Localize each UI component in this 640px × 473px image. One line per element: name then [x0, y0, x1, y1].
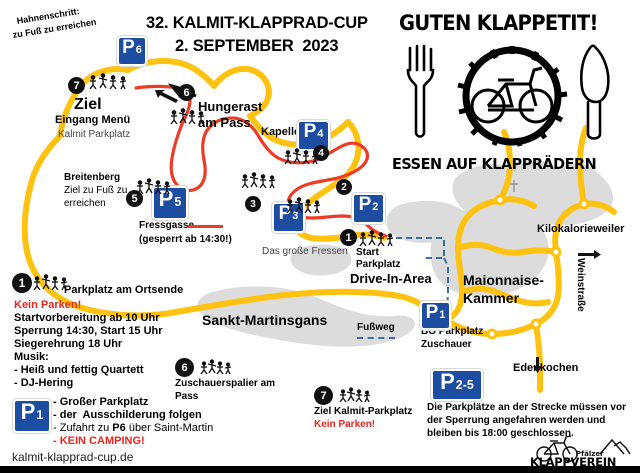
legend-item1-line-4: - Heiß und fettig Quartett	[14, 364, 144, 376]
legend-fussweg-label: Fußweg	[357, 322, 395, 333]
map-marker-3[interactable]: 3	[245, 196, 261, 212]
label-ziel-sub1: Eingang Menü	[55, 114, 131, 126]
map-marker-2[interactable]: 2	[336, 179, 352, 195]
footer-url[interactable]: kalmit-klapprad-cup.de	[12, 450, 134, 464]
bottom-bar	[0, 466, 640, 473]
legend-p25-line3: bleiben bis 18:00 geschlossen.	[427, 428, 574, 439]
crowd-icon-legend-6	[200, 359, 232, 374]
crowd-icon-p5	[136, 178, 171, 194]
footpath-dashed	[396, 237, 449, 321]
crowd-icon-kapelle	[284, 148, 319, 164]
page-title-line1: 32. KALMIT-KLAPPRAD-CUP	[146, 14, 368, 32]
logo-headline: GUTEN KLAPPETIT!	[399, 11, 598, 35]
legend-item1-line-1: Sperrung 14:30, Start 15 Uhr	[14, 325, 163, 337]
crowd-icon-legend-1	[33, 274, 68, 290]
legend-p1-line-2: - Zufahrt zu P6 über Saint-Martin	[53, 422, 213, 434]
map-marker-1[interactable]: 1	[340, 229, 357, 246]
label-hungerast-1: Hungerast	[198, 99, 263, 114]
label-bg-parkplatz-sub: Zuschauer	[421, 339, 472, 350]
knife-icon	[579, 44, 610, 140]
logo-subline: ESSEN AUF KLAPPRÄDERN	[392, 155, 597, 173]
legend-p25-line1-b: vor	[610, 402, 626, 413]
legend-p25-line1: Die Parkplätze an der Strecke müssen vor	[427, 402, 626, 413]
legend-p1-warning: - KEIN CAMPING!	[53, 435, 145, 447]
label-sankt-martinsgans: Sankt-Martinsgans	[202, 312, 328, 328]
map-marker-4[interactable]: 4	[313, 145, 329, 161]
fussweg-legend-swatch	[357, 337, 395, 339]
map-marker-7[interactable]: 7	[68, 77, 85, 94]
legend-marker-7[interactable]: 7	[314, 386, 333, 405]
legend-p1-line2-a: - Zufahrt zu	[53, 422, 113, 434]
legend-item1-warning: Kein Parken!	[14, 299, 82, 311]
label-maionnaise-2: Kammer	[463, 290, 520, 306]
club-name: KLAPPVEREIN	[530, 455, 617, 469]
label-drive-in-area: Drive-In-Area	[350, 271, 432, 286]
legend-p1-line-0: - Großer Parkplatz	[53, 396, 149, 408]
label-grosse-fressen: Das große Fressen	[262, 246, 348, 257]
legend-marker-1[interactable]: 1	[12, 273, 32, 293]
page-title-line2: 2. SEPTEMBER 2023	[175, 37, 339, 55]
label-kapelle: Kapelle	[261, 126, 301, 138]
legend-item6-line1: Zuschauerspalier am	[175, 378, 276, 389]
legend-item1-title: Parkplatz am Ortsende	[64, 284, 184, 296]
club-sub-text: Pfälzer	[576, 450, 604, 458]
label-start-parkplatz: Parkplatz	[356, 259, 401, 270]
crowd-icon-legend-7	[339, 387, 371, 402]
label-edenkochen: Edenkochen	[513, 362, 579, 374]
legend-fressgasse-label: Fressgasse	[139, 220, 195, 231]
legend-marker-6[interactable]: 6	[175, 358, 194, 377]
legend-item1-line-3: Musik:	[14, 351, 49, 363]
label-ziel: Ziel	[74, 96, 102, 113]
legend-p1-line-1: - der Ausschilderung folgen	[53, 409, 202, 421]
direction-arrows	[155, 90, 601, 373]
fork-icon	[406, 44, 435, 138]
legend-item1-line-2: Siegerehrung 18 Uhr	[14, 338, 123, 350]
label-maionnaise-1: Maionnaise-	[463, 272, 544, 288]
label-ziel-sub2: Kalmit Parkplatz	[58, 129, 131, 140]
klappverein-logo: Pfälzer	[536, 435, 631, 462]
logo-emblem	[406, 44, 610, 147]
crowd-icon-hungerast	[170, 108, 205, 124]
label-kilokalorieweiler: Kilokalorieweiler	[537, 223, 625, 235]
legend-p1-line2-b: P6	[112, 422, 126, 434]
legend-item6-line2: Pass	[175, 391, 199, 402]
bicycle-in-chainring-icon	[457, 46, 568, 147]
map-marker-5[interactable]: 5	[126, 190, 143, 207]
legend-p25-line1-a: Die Parkplätze an der Strecke müssen	[427, 402, 611, 413]
crowd-icon-ziel	[89, 73, 127, 89]
legend-p25-line2: der Sperrung angefahren werden und	[427, 415, 606, 426]
label-weinstrasse: Weinstraße	[575, 258, 586, 312]
legend-item1-line-0: Startvorbereitung ab 10 Uhr	[14, 312, 160, 324]
map-marker-6[interactable]: 6	[178, 84, 195, 101]
crowd-icon-p3	[241, 172, 276, 188]
legend-item7-line1: Ziel Kalmit-Parkplatz	[314, 406, 413, 417]
label-bg-parkplatz: BG Parkplatz	[421, 326, 484, 337]
fressgasse-legend-swatch	[188, 225, 223, 228]
legend-p1-line2-c: über Saint-Martin	[125, 422, 214, 434]
label-breitenberg-sub1: Ziel zu Fuß zu	[64, 185, 128, 196]
church-icon	[510, 180, 518, 192]
label-start: Start	[356, 247, 379, 258]
legend-item1-line-5: - DJ-Hering	[14, 377, 74, 389]
label-breitenberg: Breitenberg	[64, 172, 121, 183]
legend-item7-warning: Kein Parken!	[314, 419, 376, 430]
label-breitenberg-sub2: erreichen	[64, 198, 106, 209]
label-hungerast-2: am Pass	[198, 115, 251, 130]
crowd-icon-p2	[286, 197, 321, 213]
legend-fressgasse-note: (gesperrt ab 14:30!)	[139, 234, 232, 245]
crowd-icon-start	[359, 230, 394, 246]
